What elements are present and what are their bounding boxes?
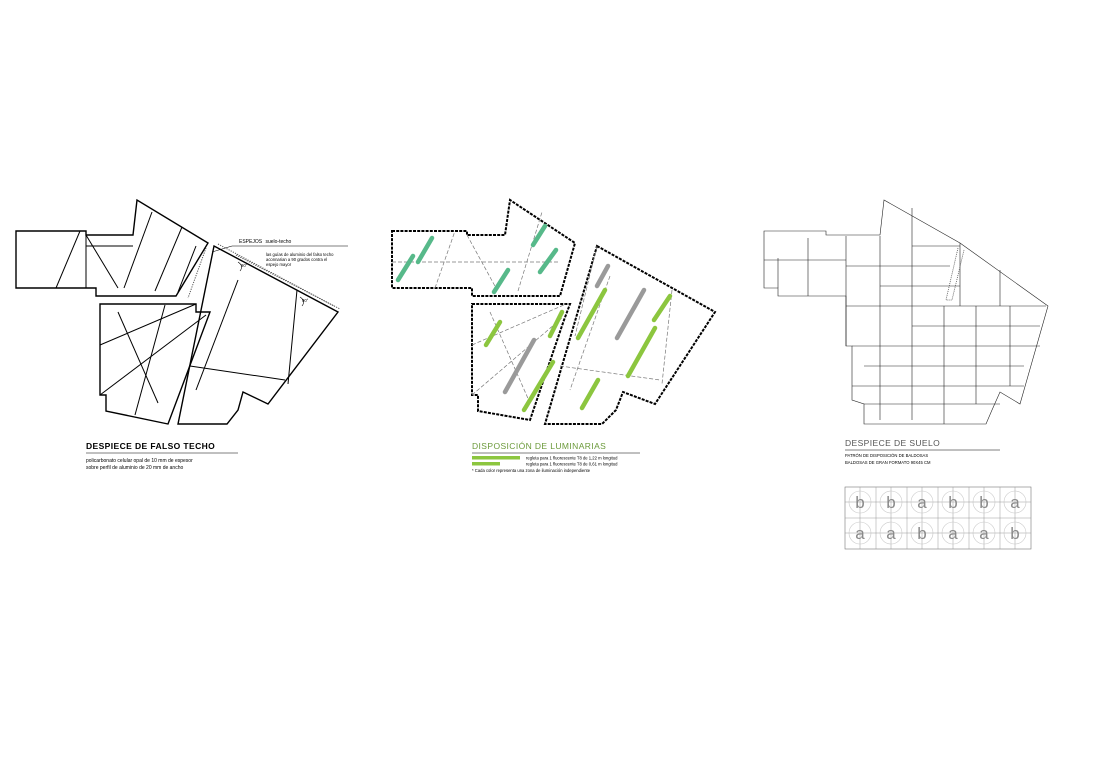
ceiling-desc-1: policarbonato celular opal de 10 mm de e… xyxy=(86,458,193,464)
angle-90-label: 90° xyxy=(241,263,248,268)
ceiling-note-3: espejo mayor xyxy=(266,262,292,267)
legend-item-2: regleta para 1 fluorescente T8 de 0,61 m… xyxy=(526,462,618,467)
legend-swatch-short xyxy=(472,462,500,466)
lighting-note: * Cada color representa una zona de ilum… xyxy=(472,468,591,473)
luminaire xyxy=(502,337,537,395)
angle-90-label: 90° xyxy=(302,298,309,303)
legend-item-1: regleta para 1 fluorescente T8 de 1,22 m… xyxy=(526,456,618,461)
ceiling-desc-2: sobre perfil de aluminio de 20 mm de anc… xyxy=(86,465,183,471)
luminaire xyxy=(415,235,435,265)
luminaire xyxy=(625,325,658,379)
ceiling-plan xyxy=(15,198,340,425)
lighting-plan xyxy=(391,198,717,425)
luminaire xyxy=(521,359,556,413)
tile-letter: b xyxy=(886,493,895,512)
luminaire xyxy=(530,223,548,248)
tile-letter: a xyxy=(855,524,865,543)
luminaires-zone-3 xyxy=(502,263,647,395)
luminaire xyxy=(614,287,647,341)
tile-letter: b xyxy=(855,493,864,512)
tile-letter: a xyxy=(948,524,958,543)
mirrors-label: ESPEJOS suelo-techo xyxy=(239,239,292,245)
tile-letter: b xyxy=(979,493,988,512)
tile-letter: b xyxy=(948,493,957,512)
floor-desc-2: BALDOSAS DE GRAN FORMATO 90X45 CM xyxy=(845,460,931,465)
ceiling-note-1: las guías de aluminio del falso techo xyxy=(266,252,334,257)
tile-letter: a xyxy=(1010,493,1020,512)
luminaire xyxy=(575,287,608,341)
angle-marks xyxy=(237,261,304,307)
lighting-title: DISPOSICIÓN DE LUMINARIAS xyxy=(472,441,606,451)
floor-desc-1: PATRÓN DE DISPOSICIÓN DE BALDOSAS xyxy=(845,453,928,458)
leader-line xyxy=(211,245,233,253)
mirror-strip xyxy=(187,243,341,310)
tile-letter: a xyxy=(979,524,989,543)
ceiling-note-2: aconnarian a 90 grados contra el xyxy=(266,257,327,262)
luminaire xyxy=(547,309,565,339)
luminaires-zone-2 xyxy=(483,287,673,413)
luminaire xyxy=(651,293,673,323)
luminaire xyxy=(537,247,559,275)
tile-letter: b xyxy=(1010,524,1019,543)
luminaire xyxy=(579,377,601,411)
ceiling-title: DESPIECE DE FALSO TECHO xyxy=(86,441,215,451)
legend-swatch-long xyxy=(472,456,520,460)
luminaire xyxy=(594,263,611,289)
luminaires-zone-1 xyxy=(395,223,559,295)
tile-letter: a xyxy=(917,493,927,512)
tile-letter: b xyxy=(917,524,926,543)
floor-title: DESPIECE DE SUELO xyxy=(845,438,940,448)
luminaire xyxy=(483,319,503,348)
floor-plan xyxy=(763,199,1049,425)
luminaire xyxy=(491,267,511,295)
luminaire xyxy=(395,253,416,283)
tile-pattern-grid: b b a b b a a a b a a b xyxy=(844,486,1032,550)
floor-mirror-strip xyxy=(945,247,965,301)
tile-letter: a xyxy=(886,524,896,543)
